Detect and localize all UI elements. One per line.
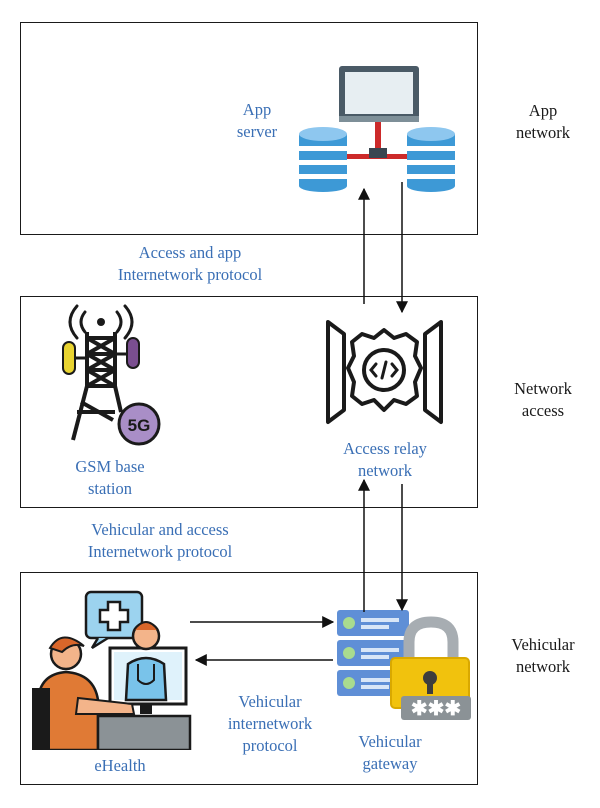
signal-waves-icon bbox=[68, 304, 134, 340]
svg-text:✱✱✱: ✱✱✱ bbox=[411, 698, 461, 720]
side-label-line: App bbox=[528, 101, 558, 120]
5g-badge-text: 5G bbox=[128, 416, 151, 435]
app-server-icon bbox=[299, 66, 455, 192]
padlock-icon bbox=[390, 616, 470, 709]
side-label-line: Network bbox=[514, 379, 572, 398]
gsm-tower-icon: 5G bbox=[62, 304, 161, 446]
node-label-line: App bbox=[242, 100, 272, 119]
ehealth-icon bbox=[32, 590, 192, 750]
protocol-label-access-app: Access and app Internetwork protocol bbox=[70, 242, 310, 286]
5g-badge-icon bbox=[117, 402, 161, 446]
ehealth-label: eHealth bbox=[60, 755, 180, 777]
password-field-icon: ✱✱✱ bbox=[401, 696, 471, 720]
protocol-label-line: Internetwork protocol bbox=[87, 542, 233, 561]
access-relay-icon bbox=[326, 320, 443, 424]
side-label-line: network bbox=[515, 123, 571, 142]
gsm-base-station-label: GSM base station bbox=[45, 456, 175, 500]
side-label-line: network bbox=[515, 657, 571, 676]
video-call-monitor-icon bbox=[108, 621, 188, 714]
node-label-line: server bbox=[236, 122, 278, 141]
hub-block bbox=[369, 148, 387, 158]
node-label-line: Access relay bbox=[343, 439, 427, 458]
medical-chat-bubble-icon bbox=[84, 590, 144, 650]
node-label-line: gateway bbox=[362, 754, 418, 773]
side-label-line: access bbox=[521, 401, 565, 420]
protocol-label-vehicular: Vehicular internetwork protocol bbox=[205, 691, 335, 757]
protocol-label-line: Vehicular and access bbox=[91, 520, 229, 539]
protocol-label-line: Access and app bbox=[138, 243, 242, 262]
relay-left-panel bbox=[326, 320, 346, 424]
relay-right-panel bbox=[423, 320, 443, 424]
node-label-line: network bbox=[357, 461, 413, 480]
node-label-line: GSM base bbox=[75, 457, 145, 476]
chair-back bbox=[32, 688, 50, 750]
code-circle bbox=[362, 348, 406, 392]
protocol-label-line: Vehicular bbox=[238, 692, 302, 711]
node-label-line: Vehicular bbox=[358, 732, 422, 751]
side-label-app-network: App network bbox=[488, 100, 598, 144]
monitor-screen bbox=[345, 72, 413, 114]
monitor-bezel bbox=[339, 116, 419, 122]
app-server-label: App server bbox=[222, 99, 292, 143]
code-icon bbox=[369, 360, 399, 380]
protocol-label-vehicular-access: Vehicular and access Internetwork protoc… bbox=[30, 519, 290, 563]
access-relay-network-label: Access relay network bbox=[320, 438, 450, 482]
side-label-network-access: Network access bbox=[488, 378, 598, 422]
protocol-label-line: protocol bbox=[242, 736, 298, 755]
side-label-vehicular-network: Vehicular network bbox=[488, 634, 598, 678]
doctor-body bbox=[124, 656, 168, 702]
database-left-icon bbox=[299, 127, 347, 192]
side-label-line: Vehicular bbox=[511, 635, 575, 654]
stand-connector bbox=[375, 122, 381, 152]
database-right-icon bbox=[407, 127, 455, 192]
protocol-label-line: internetwork bbox=[227, 714, 313, 733]
vehicular-gateway-icon: ✱✱✱ bbox=[337, 610, 471, 720]
node-label-line: station bbox=[88, 479, 132, 498]
protocol-label-line: Internetwork protocol bbox=[117, 265, 263, 284]
desk bbox=[96, 714, 192, 750]
gear-icon bbox=[346, 328, 423, 412]
vehicular-gateway-label: Vehicular gateway bbox=[335, 731, 445, 775]
node-label-line: eHealth bbox=[94, 756, 146, 775]
tower-structure bbox=[71, 332, 123, 441]
